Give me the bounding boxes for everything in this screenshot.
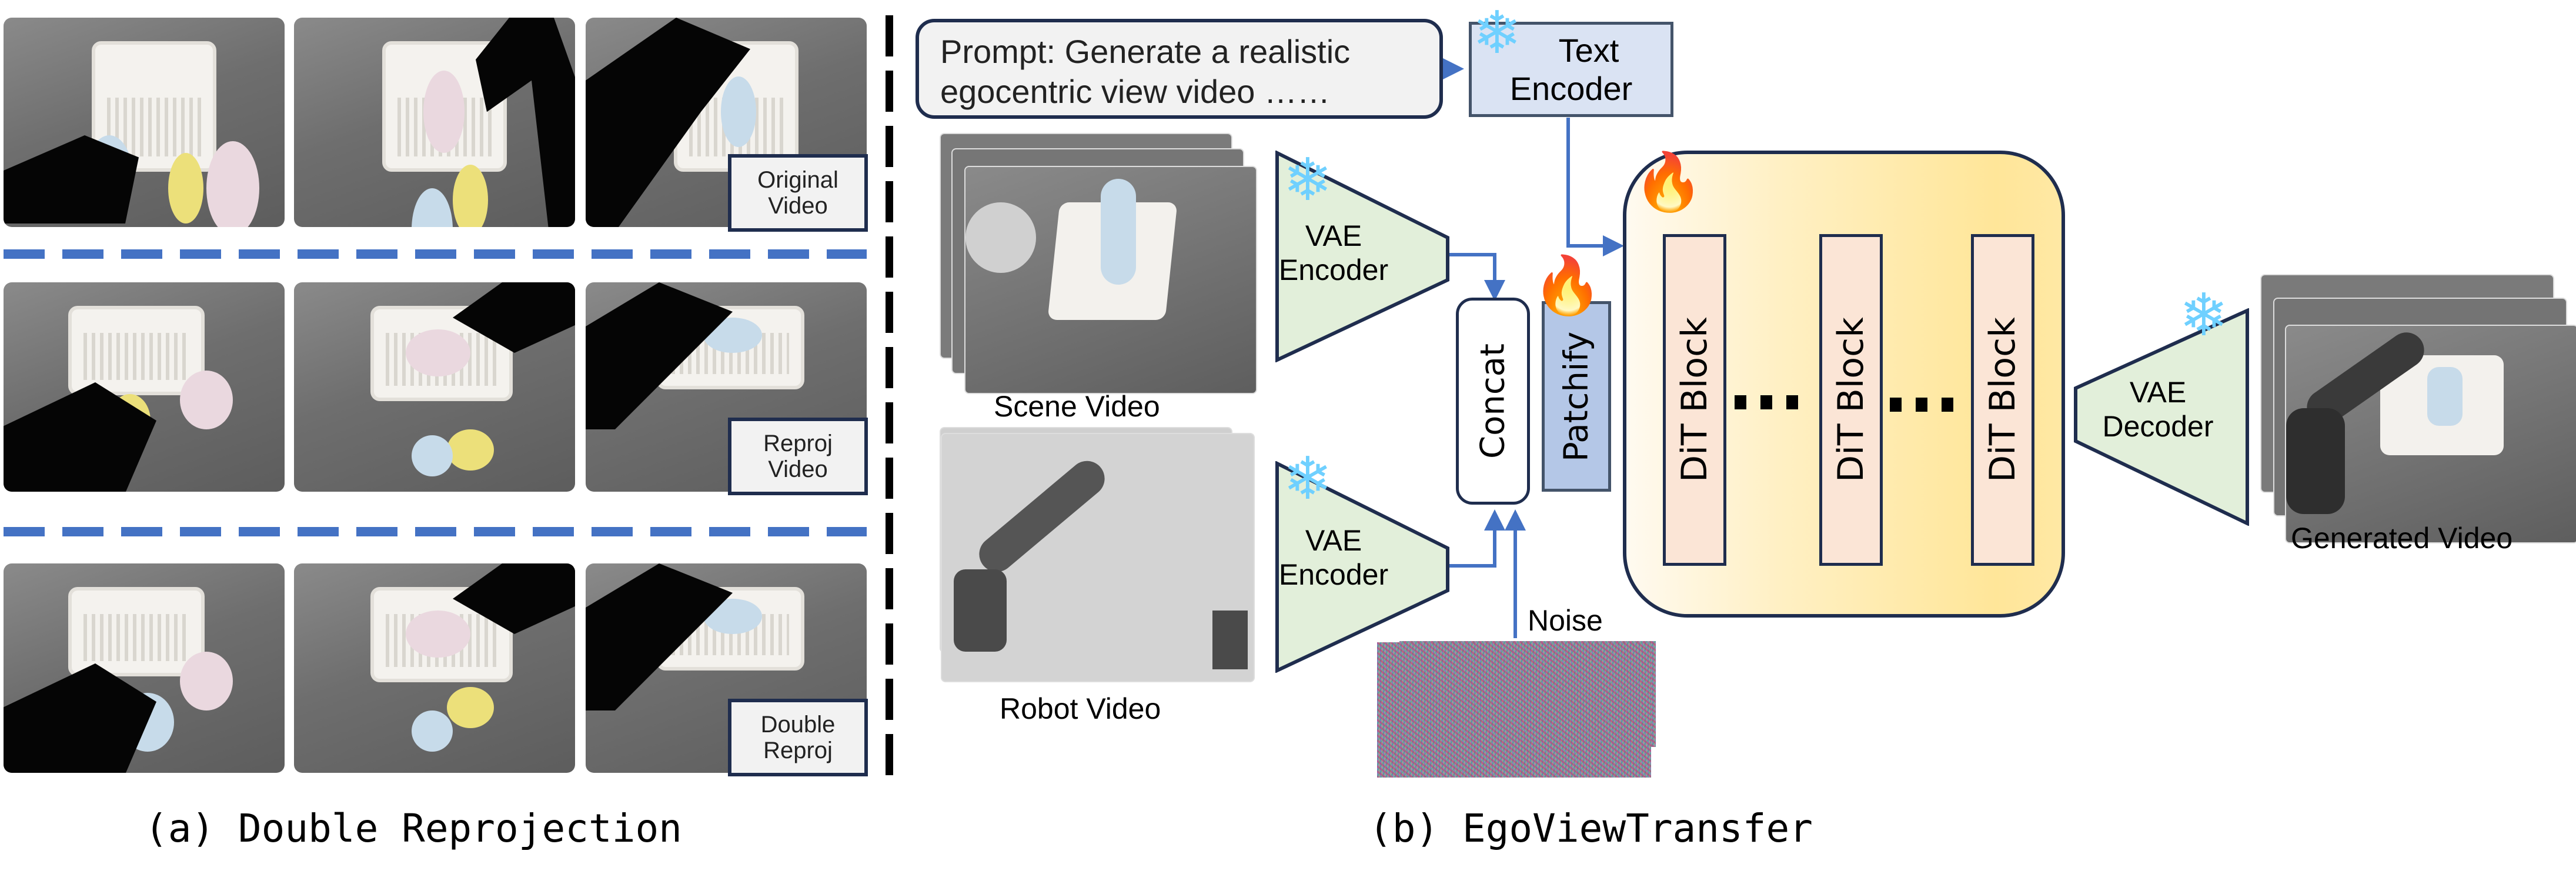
vae-encoder-top-label: VAE Encoder: [1275, 219, 1392, 287]
caption-panel-b: (b) EgoViewTransfer: [1369, 806, 1813, 851]
label-line1: Reproj: [763, 431, 833, 456]
label-line2: Video: [768, 193, 828, 219]
vae-decoder-line2: Decoder: [2102, 410, 2214, 443]
generated-video-label: Generated Video: [2291, 522, 2513, 555]
vae-encoder-top-shape: [1275, 151, 1449, 362]
vae-decoder-shape: [2074, 308, 2249, 526]
reproj-video-frame-2: [294, 282, 575, 492]
generated-video-frame-front: [2285, 325, 2576, 543]
row-divider-2: [4, 527, 867, 536]
text-encoder-line2: Encoder: [1509, 70, 1633, 107]
original-video-frame-2: [294, 18, 575, 227]
noise-label: Noise: [1528, 604, 1603, 637]
label-line2: Video: [768, 456, 828, 482]
text-encoder-box: Text Encoder: [1469, 22, 1673, 117]
caption-panel-a: (a) Double Reprojection: [145, 806, 682, 851]
patchify-label: Patchify: [1557, 331, 1596, 462]
arrow-vae-top-to-concat: [1448, 253, 1505, 301]
snowflake-icon: ❄: [1472, 0, 1522, 66]
row-divider-1: [4, 249, 867, 259]
scene-video-label: Scene Video: [994, 390, 1160, 423]
double-reproj-frame-1: [4, 563, 285, 773]
panel-divider: [886, 15, 893, 780]
ellipsis-dots-2: [1890, 398, 1966, 412]
vae-encoder-bottom-label: VAE Encoder: [1275, 523, 1392, 592]
snowflake-icon: ❄: [1283, 446, 1332, 512]
snowflake-icon: ❄: [2179, 282, 2228, 348]
dit-block-3: [1971, 234, 2034, 566]
dit-block-1: [1663, 234, 1726, 566]
prompt-line-2: egocentric view video ……: [940, 73, 1330, 110]
label-reproj-video: Reproj Video: [728, 418, 868, 495]
reproj-video-frame-1: [4, 282, 285, 492]
vae-encoder-top-line2: Encoder: [1278, 253, 1389, 286]
robot-video-label: Robot Video: [1000, 692, 1161, 725]
text-encoder-line1: Text: [1558, 32, 1619, 69]
vae-decoder-line1: VAE: [2129, 376, 2187, 409]
scene-video-frame-front: [964, 166, 1257, 394]
ellipsis-dots-1: [1735, 395, 1811, 409]
arrow-vae-bottom-to-concat: [1448, 509, 1505, 568]
label-line2: Reproj: [763, 738, 833, 763]
flame-icon: 🔥: [1633, 151, 1704, 214]
robot-video-frame-front: [941, 433, 1255, 682]
reproj-video-frame-3: [586, 282, 867, 492]
original-video-frame-1: [4, 18, 285, 227]
double-reproj-frame-2: [294, 563, 575, 773]
prompt-box: Prompt: Generate a realistic egocentric …: [916, 19, 1443, 119]
vae-encoder-bottom-line1: VAE: [1305, 524, 1362, 557]
snowflake-icon: ❄: [1283, 147, 1332, 213]
dit-block-1-label: DiT Block: [1674, 317, 1715, 483]
dit-block-2: [1819, 234, 1883, 566]
prompt-line-1: Prompt: Generate a realistic: [940, 33, 1351, 70]
vae-encoder-bottom-shape: [1275, 461, 1449, 673]
noise-frame-front: [1377, 642, 1651, 778]
label-double-reproj: Double Reproj: [728, 699, 868, 776]
label-line1: Original: [757, 167, 838, 193]
vae-encoder-bottom-line2: Encoder: [1278, 558, 1389, 591]
label-line1: Double: [760, 712, 836, 738]
dit-block-2-label: DiT Block: [1830, 317, 1872, 483]
vae-decoder-label: VAE Decoder: [2081, 375, 2234, 443]
patchify-box: [1542, 301, 1611, 492]
concat-label: Concat: [1474, 343, 1512, 459]
vae-encoder-top-line1: VAE: [1305, 219, 1362, 252]
arrow-text-encoder-to-dit: [1566, 118, 1624, 256]
label-original-video: Original Video: [728, 154, 868, 232]
concat-box: [1456, 298, 1530, 505]
flame-icon: 🔥: [1532, 254, 1603, 317]
dit-block-3-label: DiT Block: [1982, 317, 2023, 483]
